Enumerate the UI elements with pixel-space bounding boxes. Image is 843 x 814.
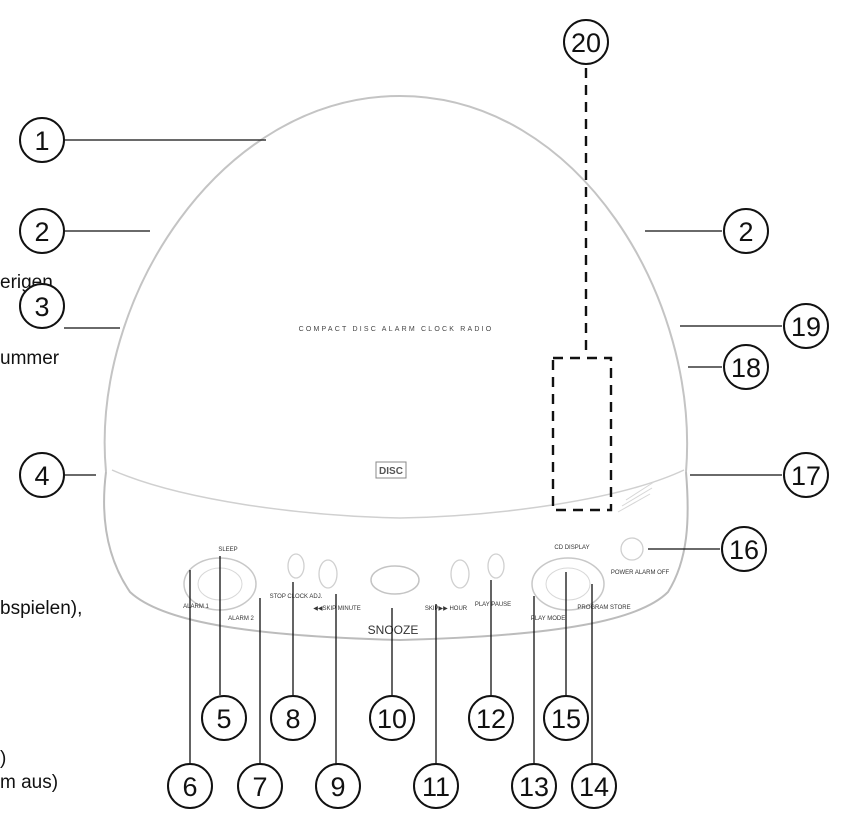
svg-text:19: 19	[791, 312, 821, 342]
side-text-4: )	[0, 748, 7, 769]
callout-lines	[64, 139, 782, 765]
svg-text:12: 12	[476, 704, 506, 734]
callout-9: 9	[315, 763, 361, 809]
svg-text:7: 7	[252, 772, 267, 802]
svg-text:4: 4	[34, 461, 49, 491]
callout-14: 14	[571, 763, 617, 809]
label-skip-minute: ◀◀SKIP MINUTE	[313, 606, 360, 612]
svg-text:16: 16	[729, 535, 759, 565]
device-body: DISC COMPACT DISC ALARM CLOCK RADIO SLEE…	[103, 94, 689, 642]
callout-4: 4	[19, 452, 65, 498]
label-power: POWER ALARM OFF	[611, 570, 670, 576]
stop-button[interactable]	[287, 553, 305, 579]
label-alarm2: ALARM 2	[228, 616, 254, 622]
label-skip-hour: SKIP▶▶ HOUR	[425, 606, 468, 612]
callout-8: 8	[270, 695, 316, 741]
label-play-pause: PLAY PAUSE	[475, 602, 511, 608]
callout-3: 3	[19, 283, 65, 329]
label-cd-display: CD DISPLAY	[554, 545, 589, 551]
callout-20-dashed	[551, 68, 613, 512]
label-snooze: SNOOZE	[368, 623, 419, 637]
callout-18: 18	[723, 344, 769, 390]
device-base	[103, 471, 689, 642]
callout-15: 15	[543, 695, 589, 741]
skip-minute-button[interactable]	[318, 559, 338, 589]
svg-text:10: 10	[377, 704, 407, 734]
side-text-2: ummer	[0, 348, 60, 369]
mode-knob-right[interactable]	[531, 557, 605, 611]
svg-text:1: 1	[34, 126, 49, 156]
callout-16: 16	[721, 526, 767, 572]
callout-2-right: 2	[723, 208, 769, 254]
label-stop-clock-adj: STOP CLOCK ADJ.	[270, 594, 323, 600]
callout-20: 20	[563, 19, 609, 65]
svg-text:8: 8	[285, 704, 300, 734]
svg-text:14: 14	[579, 772, 609, 802]
disc-logo: DISC	[375, 461, 407, 479]
svg-text:3: 3	[34, 292, 49, 322]
callout-7: 7	[237, 763, 283, 809]
device-dome	[103, 94, 689, 473]
side-text-5: m aus)	[0, 772, 59, 793]
label-program-store: PROGRAM STORE	[577, 605, 630, 611]
callout-19: 19	[783, 303, 829, 349]
mode-knob-right-inner	[545, 567, 591, 601]
speaker-grille	[617, 481, 655, 513]
play-pause-button[interactable]	[487, 553, 505, 579]
svg-text:5: 5	[216, 704, 231, 734]
callout-2-left: 2	[19, 208, 65, 254]
svg-text:9: 9	[330, 772, 345, 802]
svg-text:15: 15	[551, 704, 581, 734]
label-play-mode: PLAY MODE	[531, 616, 565, 622]
callout-11: 11	[413, 763, 459, 809]
callout-1: 1	[19, 117, 65, 163]
svg-text:11: 11	[422, 772, 450, 802]
callout-13: 13	[511, 763, 557, 809]
snooze-bar[interactable]	[370, 565, 420, 595]
svg-text:20: 20	[571, 28, 601, 58]
callout-10: 10	[369, 695, 415, 741]
power-button[interactable]	[620, 537, 644, 561]
disc-logo-text: DISC	[379, 466, 403, 477]
svg-text:13: 13	[519, 772, 549, 802]
device-title: COMPACT DISC ALARM CLOCK RADIO	[299, 326, 494, 333]
callouts: 1 2 2 3 4 5 6 7 8 9 10 11 12 13 14 15 16…	[19, 19, 829, 809]
callout-6: 6	[167, 763, 213, 809]
label-alarm1: ALARM 1	[183, 604, 209, 610]
side-text-3: bspielen),	[0, 598, 83, 619]
label-sleep: SLEEP	[218, 547, 237, 553]
callout-12: 12	[468, 695, 514, 741]
svg-text:18: 18	[731, 353, 761, 383]
svg-text:2: 2	[34, 217, 49, 247]
svg-text:2: 2	[738, 217, 753, 247]
skip-hour-button[interactable]	[450, 559, 470, 589]
svg-text:17: 17	[791, 461, 821, 491]
callout-5: 5	[201, 695, 247, 741]
callout-17: 17	[783, 452, 829, 498]
svg-text:6: 6	[182, 772, 197, 802]
lid-edge	[111, 469, 685, 519]
